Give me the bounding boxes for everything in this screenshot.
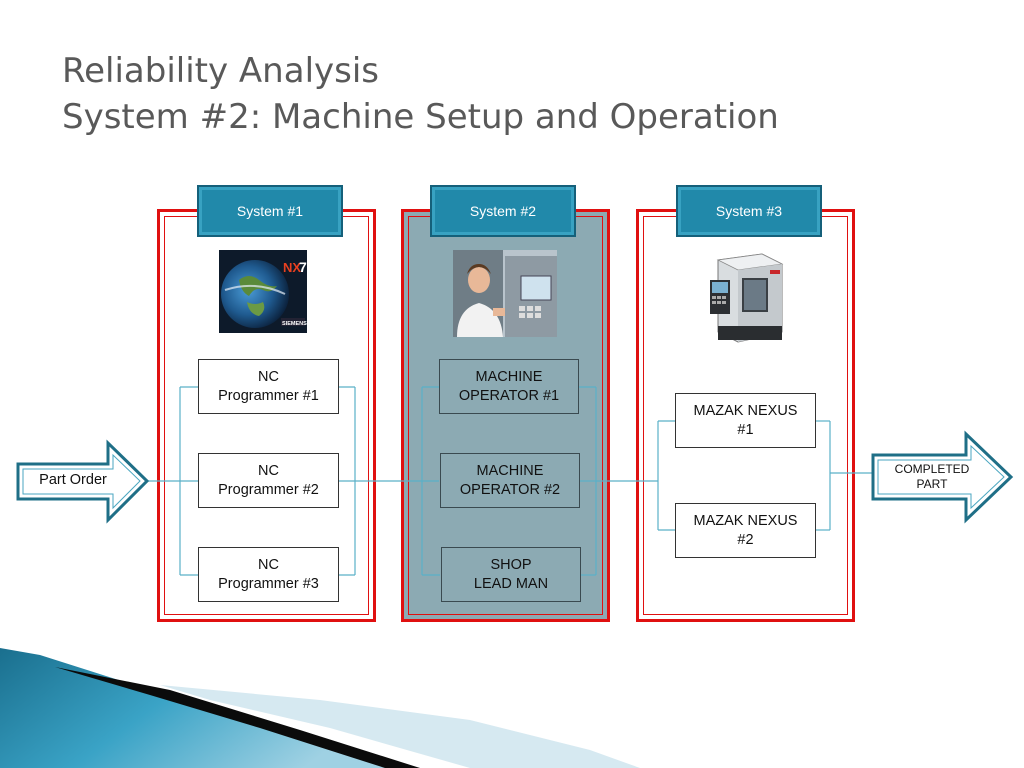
shop-lead-man-node: SHOP LEAD MAN	[441, 547, 581, 602]
node-line2: Programmer #1	[218, 387, 319, 404]
node-line2: #2	[737, 531, 754, 548]
svg-text:7: 7	[299, 259, 307, 275]
node-line1: MACHINE	[476, 462, 544, 479]
slide-title: Reliability Analysis System #2: Machine …	[62, 48, 779, 140]
node-line1: NC	[258, 462, 279, 479]
nc-programmer-2-node: NC Programmer #2	[198, 453, 339, 508]
system2-tab: System #2	[430, 185, 576, 237]
decorative-swoosh	[0, 648, 640, 768]
slide-title-line2: System #2: Machine Setup and Operation	[62, 97, 779, 137]
system3-tab: System #3	[676, 185, 822, 237]
node-line2: LEAD MAN	[473, 575, 549, 592]
node-line2: OPERATOR #1	[458, 387, 560, 404]
system1-tab: System #1	[197, 185, 343, 237]
node-line1: MAZAK NEXUS	[693, 402, 798, 419]
mazak-nexus-1-node: MAZAK NEXUS #1	[675, 393, 816, 448]
machine-operator-1-node: MACHINE OPERATOR #1	[439, 359, 579, 414]
completed-part-line2: PART	[916, 477, 948, 491]
completed-part-label: COMPLETED PART	[884, 462, 980, 492]
node-line2: #1	[737, 421, 754, 438]
nc-programmer-1-node: NC Programmer #1	[198, 359, 339, 414]
node-line1: NC	[258, 368, 279, 385]
system2-tab-label: System #2	[469, 203, 537, 219]
mazak-machine-icon	[704, 250, 788, 345]
system3-tab-label: System #3	[715, 203, 783, 219]
part-order-label: Part Order	[39, 472, 107, 488]
node-line1: MAZAK NEXUS	[693, 512, 798, 529]
mazak-nexus-2-node: MAZAK NEXUS #2	[675, 503, 816, 558]
node-line1: MACHINE	[475, 368, 543, 385]
output-arrow-shape	[871, 430, 1014, 524]
node-line2: Programmer #3	[218, 575, 319, 592]
slide-title-line1: Reliability Analysis	[62, 51, 380, 91]
input-arrow-shape	[16, 439, 150, 524]
svg-text:NX: NX	[283, 260, 301, 275]
machine-operator-2-node: MACHINE OPERATOR #2	[440, 453, 580, 508]
machine-operator-photo-icon	[453, 250, 557, 337]
nx7-globe-icon: NX 7 SIEMENS	[219, 250, 307, 333]
node-line2: Programmer #2	[218, 481, 319, 498]
node-line1: SHOP	[490, 556, 532, 573]
system1-tab-label: System #1	[236, 203, 304, 219]
completed-part-line1: COMPLETED	[894, 462, 970, 476]
nc-programmer-3-node: NC Programmer #3	[198, 547, 339, 602]
node-line1: NC	[258, 556, 279, 573]
node-line2: OPERATOR #2	[459, 481, 561, 498]
svg-text:SIEMENS: SIEMENS	[282, 321, 307, 327]
